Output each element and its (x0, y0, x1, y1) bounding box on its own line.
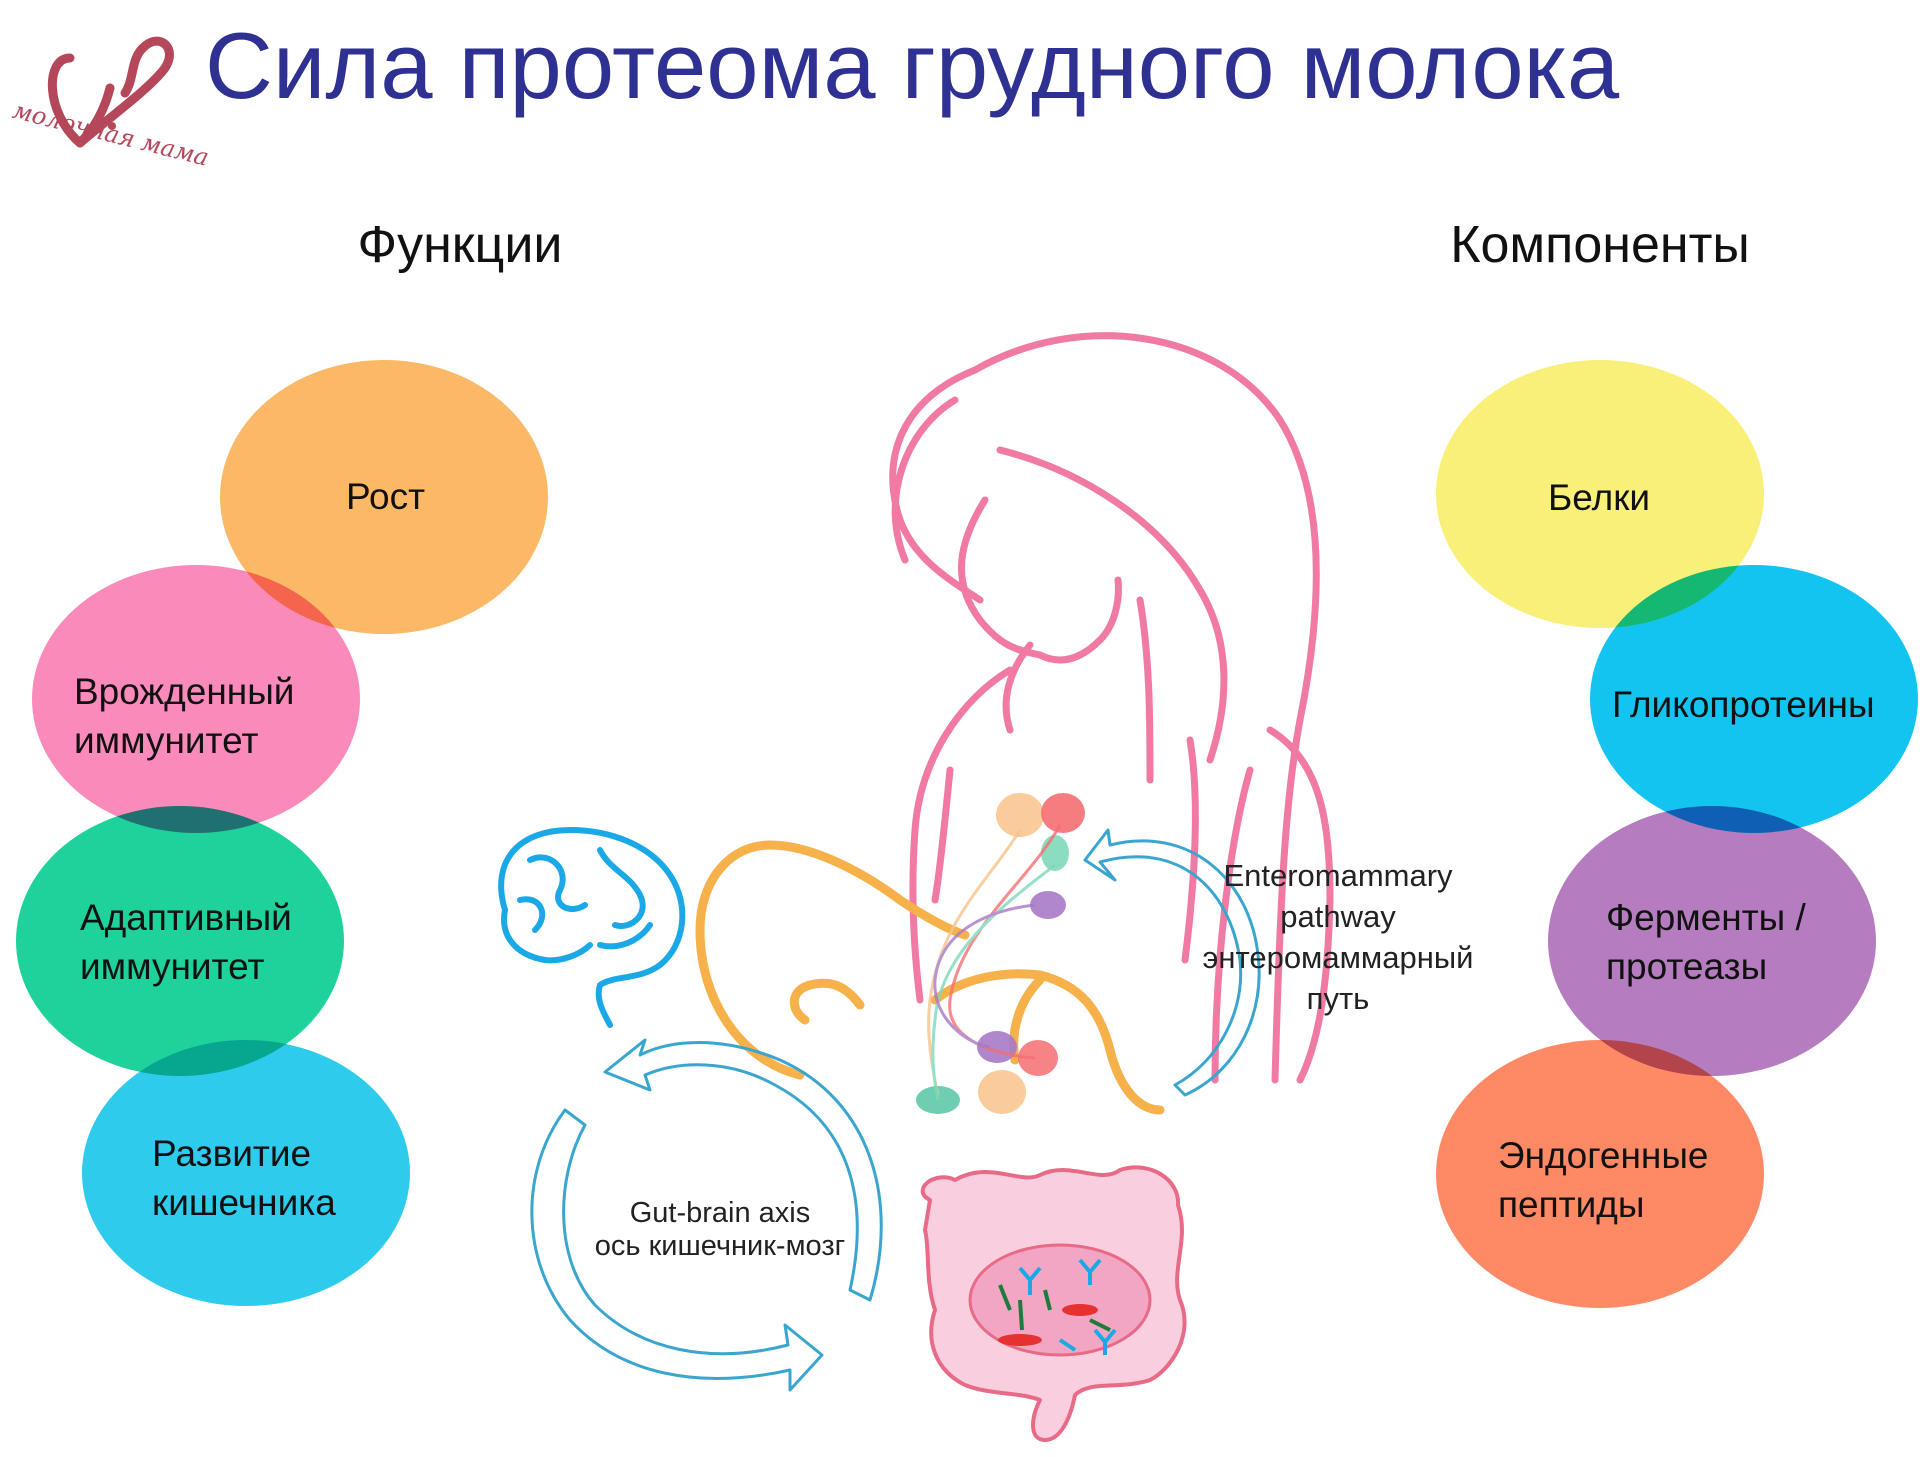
gut-brain-label-line2: ось кишечник-мозг (594, 1230, 846, 1262)
brain-icon (498, 827, 686, 1028)
page-title: Сила протеома грудного молока (205, 13, 1620, 118)
component-label-enzymes: Ферменты / протеазы (1606, 897, 1806, 987)
gut-brain-label-line1: Gut-brain axis (629, 1197, 811, 1229)
function-label-gut-development: Развитие кишечника (152, 1133, 336, 1223)
mother-silhouette (889, 332, 1334, 1084)
component-ellipse-glycoproteins (1590, 565, 1918, 833)
function-label-innate-immunity: Врожденный иммунитет (74, 671, 295, 761)
milk-pathway-lines (927, 824, 1062, 1101)
enteromammary-label: Enteromammary pathway энтеромаммарный пу… (1148, 855, 1528, 1019)
baby-outline (695, 840, 1165, 1115)
component-label-peptides: Эндогенные пептиды (1498, 1135, 1709, 1225)
function-ellipse-gut-development (82, 1040, 410, 1306)
logo-text: молочная мама (10, 96, 212, 172)
function-label-adaptive-immunity: Адаптивный иммунитет (80, 897, 292, 987)
enteromammary-label-line4: путь (1306, 981, 1370, 1016)
functions-header: Функции (357, 216, 563, 274)
component-ellipse-peptides (1436, 1040, 1764, 1308)
gut-brain-cycle-arrows (530, 1038, 883, 1392)
enteromammary-label-line3: энтеромаммарный (1202, 940, 1474, 975)
heart-v-logo-icon (47, 36, 174, 148)
central-illustration (498, 332, 1334, 1442)
enteromammary-label-line2: pathway (1280, 899, 1396, 934)
component-label-proteins: Белки (1548, 477, 1651, 518)
enteromammary-arrow (1083, 828, 1261, 1097)
component-ellipse-enzymes (1548, 806, 1876, 1076)
milk-component-nodes (916, 793, 1085, 1114)
components-header: Компоненты (1450, 216, 1750, 274)
enteromammary-label-line1: Enteromammary (1223, 858, 1453, 893)
function-ellipse-adaptive-immunity (16, 806, 344, 1076)
gut-brain-label: Gut-brain axis ось кишечник-мозг (540, 1197, 900, 1263)
logo: молочная мама (10, 36, 212, 172)
function-ellipse-innate-immunity (32, 565, 360, 833)
intestine-icon (920, 1165, 1187, 1442)
function-label-growth: Рост (346, 476, 426, 517)
component-label-glycoproteins: Гликопротеины (1612, 684, 1875, 725)
